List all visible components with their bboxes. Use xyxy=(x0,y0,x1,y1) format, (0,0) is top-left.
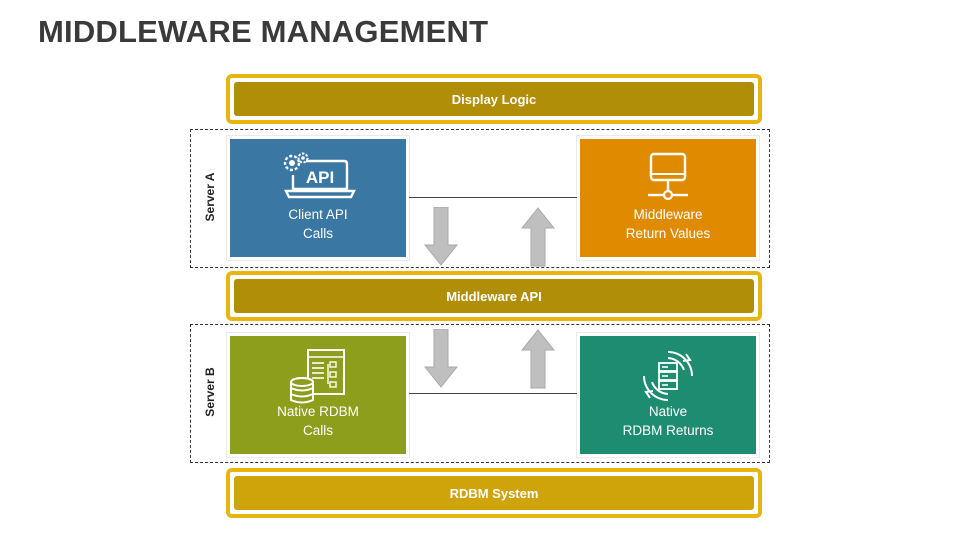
middleware-return-line1: Middleware xyxy=(633,207,703,222)
native-calls-line2: Calls xyxy=(302,423,333,438)
server-b-connector-line xyxy=(409,393,577,394)
down-arrow-icon xyxy=(424,207,458,266)
native-calls-line1: Native RDBM xyxy=(277,404,359,419)
server-a-group xyxy=(190,129,770,268)
display-logic-layer: Display Logic xyxy=(226,74,762,124)
middleware-return-values-box: Middleware Return Values xyxy=(576,135,760,261)
client-api-calls-box: API Client API Calls xyxy=(226,135,410,261)
down-arrow-icon xyxy=(424,329,458,388)
client-api-line2: Calls xyxy=(302,226,333,241)
api-icon-text: API xyxy=(306,168,334,187)
middleware-return-line2: Return Values xyxy=(625,226,711,241)
network-monitor-icon xyxy=(638,151,698,208)
database-diagram-icon xyxy=(288,348,348,411)
server-a-connector-line xyxy=(409,197,577,198)
native-rdbm-returns-box: Native RDBM Returns xyxy=(576,332,760,458)
server-a-label: Server A xyxy=(203,172,217,222)
native-rdbm-calls-box: Native RDBM Calls xyxy=(226,332,410,458)
server-b-group xyxy=(190,324,770,463)
middleware-api-layer: Middleware API xyxy=(226,271,762,321)
api-laptop-icon: API xyxy=(278,151,358,208)
rdbm-system-layer: RDBM System xyxy=(226,468,762,518)
native-returns-line1: Native xyxy=(648,404,688,419)
server-refresh-icon xyxy=(640,348,696,409)
up-arrow-icon xyxy=(521,329,555,389)
page-title: MIDDLEWARE MANAGEMENT xyxy=(38,14,489,49)
rdbm-system-label: RDBM System xyxy=(449,485,539,501)
display-logic-label: Display Logic xyxy=(451,91,537,107)
native-returns-line2: RDBM Returns xyxy=(622,423,714,438)
middleware-api-label: Middleware API xyxy=(446,288,542,304)
client-api-line1: Client API xyxy=(288,207,348,222)
up-arrow-icon xyxy=(521,207,555,267)
server-b-label: Server B xyxy=(203,367,217,417)
